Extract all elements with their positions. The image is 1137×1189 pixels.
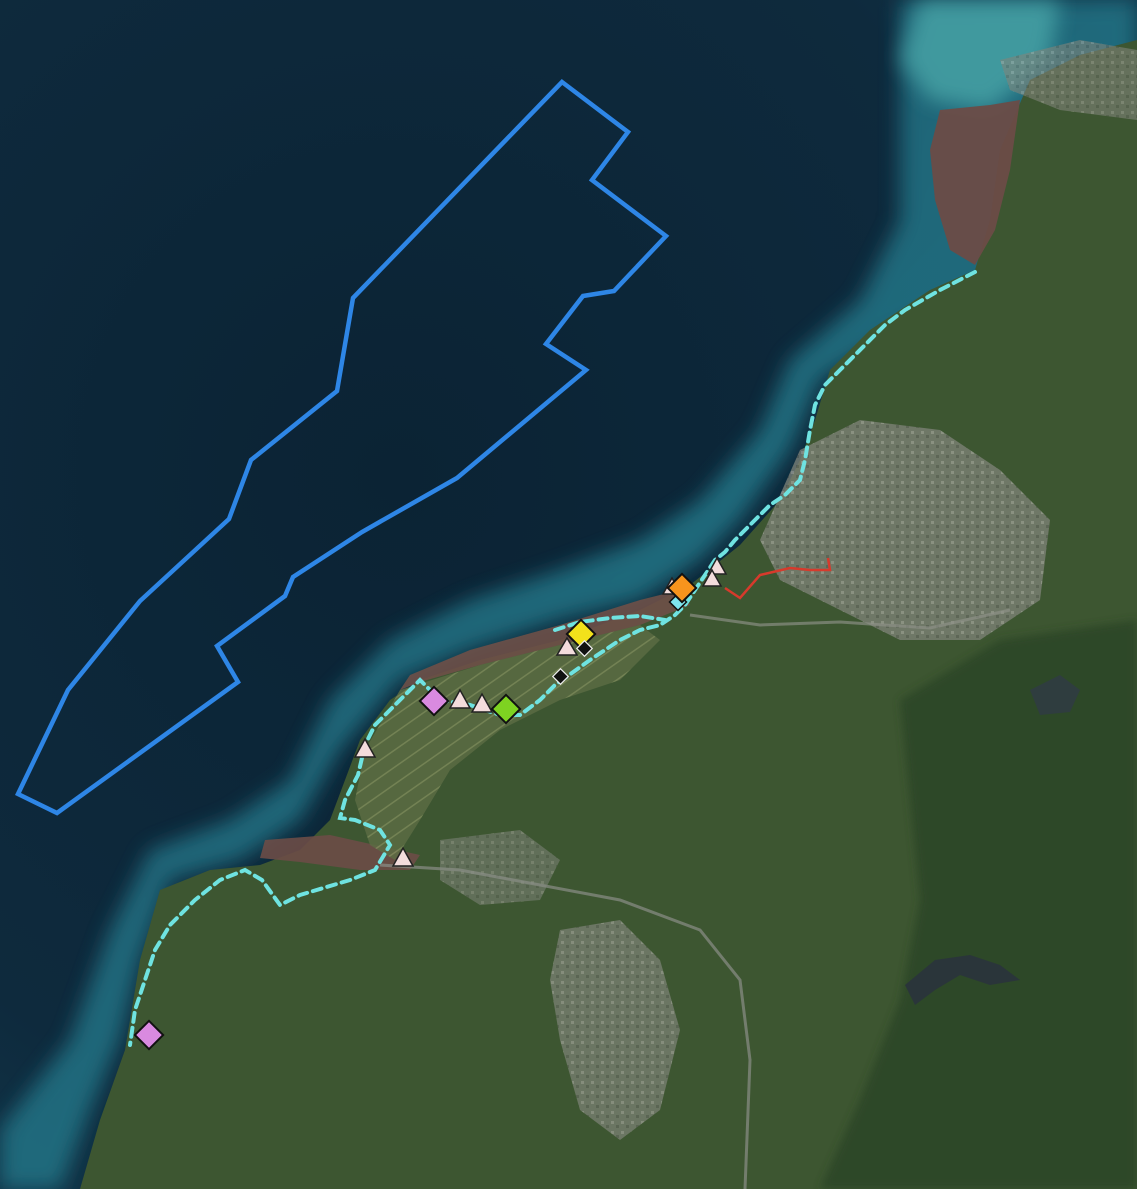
urban-area-north: [1000, 40, 1137, 120]
river: [379, 863, 752, 1189]
mountains: [820, 620, 1137, 1189]
diamond-marker-violet[interactable]: [133, 1019, 165, 1051]
urban-area-south: [550, 920, 680, 1140]
farmland: [355, 625, 660, 860]
triangle-marker[interactable]: [391, 846, 415, 867]
triangle-marker[interactable]: [353, 737, 377, 758]
diamond-marker-black[interactable]: [551, 667, 570, 686]
diamond-marker-yellow[interactable]: [565, 618, 597, 650]
triangle-marker[interactable]: [701, 568, 723, 587]
reservoir-small: [1030, 675, 1080, 715]
diamond-markers: [133, 572, 698, 1051]
tidal-flat-north: [930, 100, 1020, 265]
coastal-route-branch[interactable]: [553, 613, 667, 632]
diamond-marker-orange[interactable]: [666, 572, 698, 604]
diamond-marker-violet[interactable]: [418, 685, 450, 717]
triangle-marker[interactable]: [555, 636, 579, 656]
triangle-marker[interactable]: [448, 688, 472, 709]
urban-area-east: [760, 420, 1050, 640]
land: [80, 40, 1137, 1189]
inland-route-red[interactable]: [724, 557, 832, 600]
diamond-marker-black[interactable]: [575, 639, 594, 658]
offshore-zone-outline[interactable]: [15, 79, 670, 816]
diamond-marker-green[interactable]: [490, 693, 522, 725]
coastal-route-dashed[interactable]: [128, 270, 977, 1047]
tidal-flat-central: [400, 590, 690, 690]
triangle-marker[interactable]: [470, 692, 494, 713]
river-inland: [689, 608, 1011, 630]
urban-area-mid: [440, 830, 560, 905]
reservoir-large: [905, 955, 1020, 1005]
